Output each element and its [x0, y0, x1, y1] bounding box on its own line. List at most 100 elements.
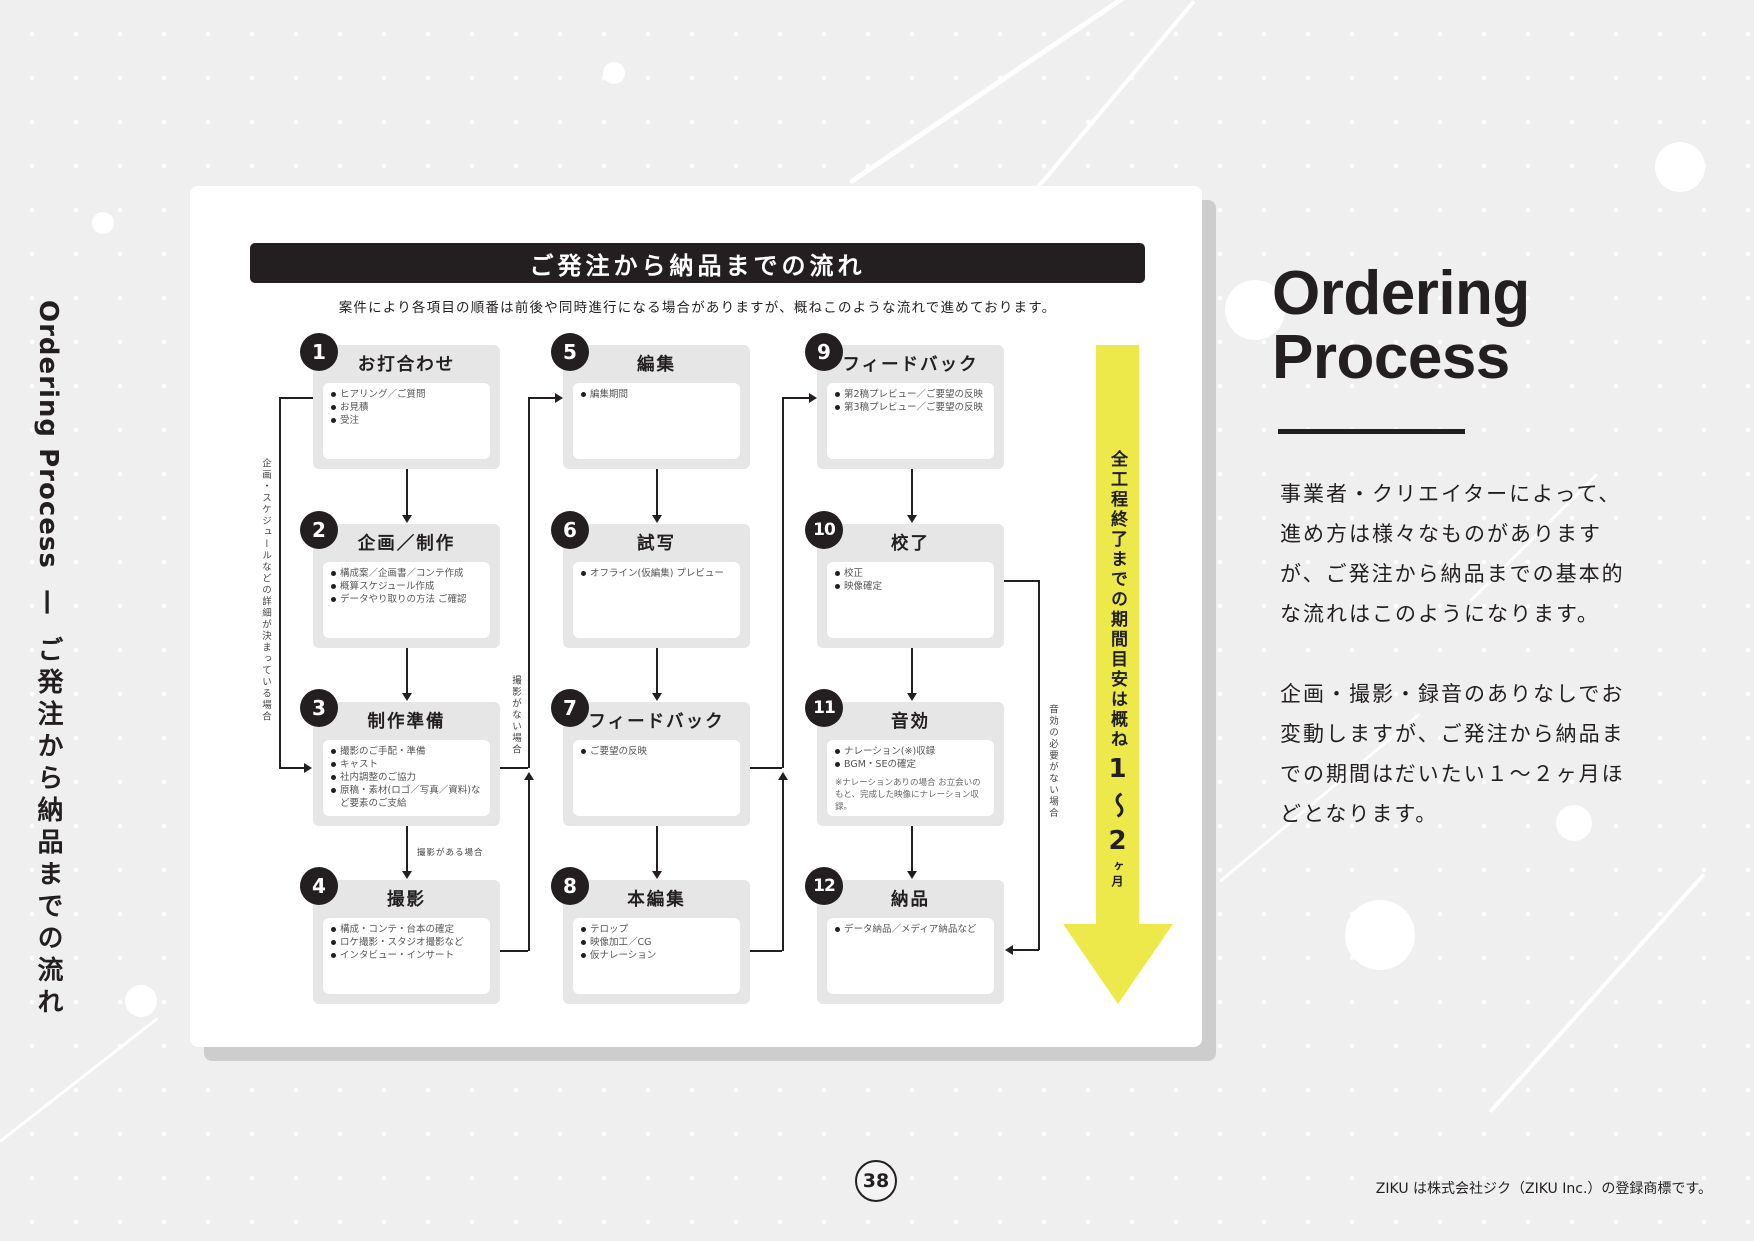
- side-title-jp: ご発注から納品までの流れ: [33, 635, 63, 1020]
- connector-line: [500, 950, 528, 952]
- step-number-badge: 4: [300, 867, 338, 905]
- step-12: 納品 データ納品／メディア納品など: [817, 880, 1004, 1004]
- arrow-up-icon: [778, 772, 788, 780]
- step-6: 試写 オフライン(仮編集) プレビュー: [563, 524, 750, 648]
- step-item: 編集期間: [581, 388, 732, 401]
- step-number-badge: 5: [551, 333, 589, 371]
- step-title: 制作準備: [367, 712, 446, 732]
- step-note: ※ナレーションありの場合 お立会いのもと、完成した映像にナレーション収録。: [835, 778, 981, 812]
- trademark-note: ZIKU は株式会社ジク（ZIKU Inc.）の登録商標です。: [1375, 1181, 1712, 1197]
- step-4: 撮影 構成・コンテ・台本の確定 ロケ撮影・スタジオ撮影など インタビュー・インサ…: [313, 880, 500, 1004]
- step-5: 編集 編集期間: [563, 345, 750, 469]
- connector-line: [1013, 949, 1039, 951]
- step-item: データやり取りの方法 ご確認: [331, 593, 482, 606]
- connector-line: [406, 648, 408, 695]
- step-item: 校正: [835, 567, 986, 580]
- step-item: 原稿・素材(ロゴ／写真／資料)など要素のご支給: [331, 784, 482, 810]
- step-item: 構成・コンテ・台本の確定: [331, 923, 482, 936]
- step-item: インタビュー・インサート: [331, 949, 482, 962]
- arrow-down-icon: [402, 515, 412, 523]
- step-title: フィードバック: [842, 355, 979, 375]
- step-1: お打合わせ ヒアリング／ご質問 お見積 受注: [313, 345, 500, 469]
- connector-line: [656, 826, 658, 873]
- step-number-badge: 8: [551, 867, 589, 905]
- connector-line: [656, 648, 658, 695]
- step-title: 試写: [637, 534, 676, 554]
- step-item: 社内調整のご協力: [331, 771, 482, 784]
- connector-line: [782, 780, 784, 951]
- page-number: 38: [855, 1160, 897, 1202]
- step-item: 第2稿プレビュー／ご要望の反映: [835, 388, 986, 401]
- step-11: 音効 ナレーション(※)収録 BGM・SEの確定 ※ナレーションありの場合 お立…: [817, 702, 1004, 826]
- step-number-badge: 3: [300, 689, 338, 727]
- branch-label-no-sound: 音効の必要がない場合: [1047, 704, 1058, 819]
- arrow-down-icon: [402, 693, 412, 701]
- connector-line: [528, 780, 530, 951]
- connector-line: [1004, 580, 1038, 582]
- step-item: ナレーション(※)収録: [835, 745, 986, 758]
- step-item: 撮影のご手配・準備: [331, 745, 482, 758]
- side-title: Ordering Process — ご発注から納品までの流れ: [30, 300, 67, 1020]
- connector-line: [911, 826, 913, 873]
- step-item: 構成案／企画書／コンテ作成: [331, 567, 482, 580]
- branch-label-no-shooting: 撮影がない場合: [510, 675, 521, 756]
- connector-line: [406, 469, 408, 517]
- step-item: 第3稿プレビュー／ご要望の反映: [835, 401, 986, 414]
- arrow-down-icon: [402, 871, 412, 879]
- connector-line: [911, 469, 913, 517]
- step-item: ロケ撮影・スタジオ撮影など: [331, 936, 482, 949]
- connector-line: [911, 648, 913, 695]
- connector-line: [279, 397, 313, 399]
- duration-tilde: 〜: [1102, 792, 1132, 818]
- step-item: 映像確定: [835, 580, 986, 593]
- step-number-badge: 9: [805, 333, 843, 371]
- arrow-right-icon: [555, 393, 563, 403]
- heading-rule: [1278, 429, 1465, 434]
- duration-unit-small: ヶ: [1110, 860, 1124, 875]
- step-title: 音効: [891, 712, 930, 732]
- step-10: 校了 校正 映像確定: [817, 524, 1004, 648]
- arrow-down-icon: [907, 693, 917, 701]
- step-number-badge: 6: [551, 511, 589, 549]
- arrow-right-icon: [809, 393, 817, 403]
- step-item: データ納品／メディア納品など: [835, 923, 986, 936]
- step-3: 制作準備 撮影のご手配・準備 キャスト 社内調整のご協力 原稿・素材(ロゴ／写真…: [313, 702, 500, 826]
- step-title: 納品: [891, 890, 930, 910]
- description: 事業者・クリエイターによって、進め方は様々なものがありますが、ご発注から納品まで…: [1280, 474, 1640, 874]
- step-item: BGM・SEの確定: [835, 758, 986, 771]
- step-number-badge: 2: [300, 511, 338, 549]
- decorative-orb: [1556, 805, 1592, 841]
- decorative-orb: [92, 212, 114, 234]
- arrow-down-icon: [652, 693, 662, 701]
- step-8: 本編集 テロップ 映像加工／CG 仮ナレーション: [563, 880, 750, 1004]
- diagram-subtitle: 案件により各項目の順番は前後や同時進行になる場合がありますが、概ねこのような流れ…: [338, 300, 1057, 316]
- step-number-badge: 12: [805, 867, 843, 905]
- connector-line: [750, 950, 782, 952]
- arrow-left-icon: [1005, 945, 1013, 955]
- duration-prefix: 全工程終了までの期間目安は概ね: [1107, 450, 1127, 750]
- step-item: 受注: [331, 414, 482, 427]
- description-paragraph-1: 事業者・クリエイターによって、進め方は様々なものがありますが、ご発注から納品まで…: [1280, 482, 1625, 626]
- description-paragraph-2: 企画・撮影・録音のありなしでお変動しますが、ご発注から納品までの期間はだいたい１…: [1280, 682, 1625, 826]
- step-number-badge: 11: [805, 689, 843, 727]
- arrow-down-icon: [907, 515, 917, 523]
- step-7: フィードバック ご要望の反映: [563, 702, 750, 826]
- decorative-orb: [603, 62, 625, 84]
- heading-line-1: Ordering: [1272, 259, 1530, 328]
- step-item: お見積: [331, 401, 482, 414]
- branch-label-with-shooting: 撮影がある場合: [417, 848, 484, 858]
- step-title: 編集: [637, 355, 676, 375]
- decorative-orb: [1655, 142, 1705, 192]
- page-heading: Ordering Process: [1272, 262, 1530, 390]
- arrow-down-icon: [907, 871, 917, 879]
- connector-line: [500, 767, 528, 769]
- step-item: キャスト: [331, 758, 482, 771]
- duration-from: 1: [1102, 754, 1133, 784]
- step-title: お打合わせ: [357, 355, 456, 375]
- diagram-title: ご発注から納品までの流れ: [250, 243, 1145, 283]
- step-item: 概算スケジュール作成: [331, 580, 482, 593]
- connector-line: [750, 767, 782, 769]
- arrow-down-icon: [652, 871, 662, 879]
- arrow-down-icon: [1063, 924, 1173, 1004]
- step-title: フィードバック: [588, 712, 725, 732]
